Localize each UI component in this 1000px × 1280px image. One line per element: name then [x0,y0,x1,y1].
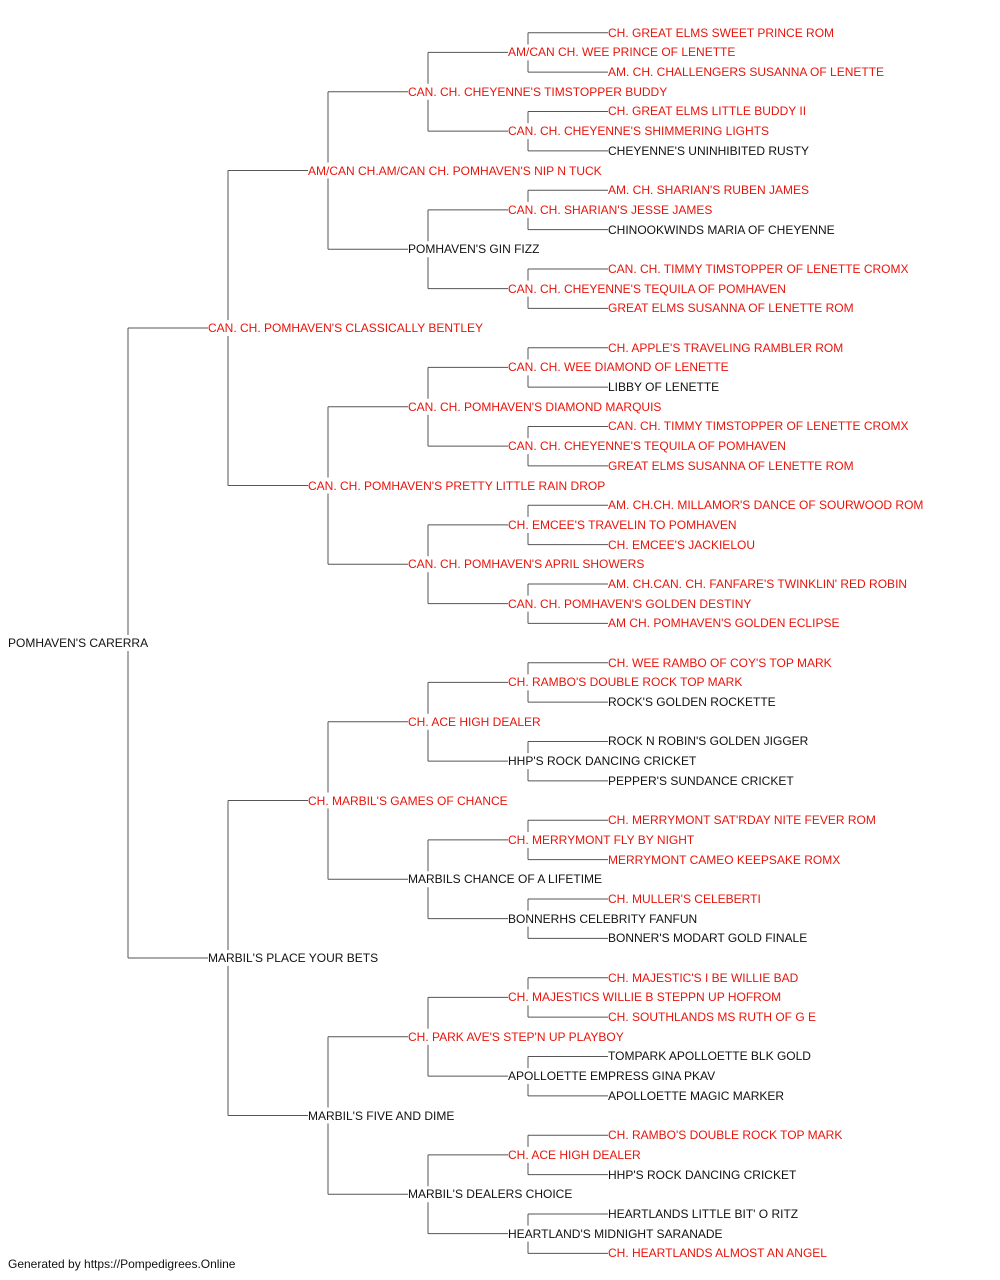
ancestor-name: CHINOOKWINDS MARIA OF CHEYENNE [608,222,835,237]
ancestor-name: CAN. CH. POMHAVEN'S CLASSICALLY BENTLEY [208,321,484,335]
ancestor-name: MARBILS CHANCE OF A LIFETIME [408,872,603,887]
ancestor-name: AM. CH. SHARIAN'S RUBEN JAMES [608,183,809,198]
ancestor-name: HEARTLAND'S MIDNIGHT SARANADE [508,1226,723,1241]
ancestor-name: MARBIL'S DEALERS CHOICE [408,1187,573,1202]
ancestor-name: CAN. CH. TIMMY TIMSTOPPER OF LENETTE CRO… [608,419,909,434]
ancestor-name: CH. GREAT ELMS SWEET PRINCE ROM [608,25,835,40]
ancestor-name: APOLLOETTE EMPRESS GINA PKAV [508,1069,716,1084]
ancestor-name: CH. PARK AVE'S STEP'N UP PLAYBOY [408,1029,624,1044]
ancestor-name: CAN. CH. SHARIAN'S JESSE JAMES [508,202,713,217]
ancestor-name: HEARTLANDS LITTLE BIT' O RITZ [608,1206,799,1221]
ancestor-name: CH. MAJESTICS WILLIE B STEPPN UP HOFROM [508,990,782,1005]
ancestor-name: CH. RAMBO'S DOUBLE ROCK TOP MARK [608,1128,843,1143]
ancestor-name: CAN. CH. CHEYENNE'S SHIMMERING LIGHTS [508,124,769,139]
ancestor-name: CAN. CH. WEE DIAMOND OF LENETTE [508,360,729,375]
ancestor-name: CAN. CH. POMHAVEN'S DIAMOND MARQUIS [408,399,662,414]
ancestor-name: AM CH. POMHAVEN'S GOLDEN ECLIPSE [608,616,840,631]
ancestor-name: GREAT ELMS SUSANNA OF LENETTE ROM [608,458,854,473]
ancestor-name: CH. MAJESTIC'S I BE WILLIE BAD [608,970,799,985]
ancestor-name: LIBBY OF LENETTE [608,380,720,395]
ancestor-name: MERRYMONT CAMEO KEEPSAKE ROMX [608,852,841,867]
ancestor-name: CH. APPLE'S TRAVELING RAMBLER ROM [608,340,844,355]
ancestor-name: CH. MERRYMONT SAT'RDAY NITE FEVER ROM [608,813,876,828]
ancestor-name: CH. MULLER'S CELEBERTI [608,891,761,906]
ancestor-name: ROCK N ROBIN'S GOLDEN JIGGER [608,734,809,749]
ancestor-name: CH. MERRYMONT FLY BY NIGHT [508,832,695,847]
subject-dog-name: POMHAVEN'S CARERRA [8,636,149,650]
generated-by-footer: Generated by https://Pompedigrees.Online [8,1257,236,1271]
ancestor-name: TOMPARK APOLLOETTE BLK GOLD [608,1049,811,1064]
ancestor-name: MARBIL'S PLACE YOUR BETS [208,951,379,965]
ancestor-name: AM. CH.CAN. CH. FANFARE'S TWINKLIN' RED … [608,576,908,591]
ancestor-name: CH. MARBIL'S GAMES OF CHANCE [308,793,508,808]
ancestor-name: HHP'S ROCK DANCING CRICKET [508,754,697,769]
ancestor-name: CAN. CH. POMHAVEN'S PRETTY LITTLE RAIN D… [308,478,606,493]
ancestor-name: CH. EMCEE'S TRAVELIN TO POMHAVEN [508,517,737,532]
ancestor-name: CAN. CH. CHEYENNE'S TEQUILA OF POMHAVEN [508,281,786,296]
ancestor-name: GREAT ELMS SUSANNA OF LENETTE ROM [608,301,854,316]
ancestor-name: CH. GREAT ELMS LITTLE BUDDY II [608,104,807,119]
ancestor-name: AM/CAN CH. WEE PRINCE OF LENETTE [508,45,736,60]
ancestor-name: CAN. CH. CHEYENNE'S TIMSTOPPER BUDDY [408,84,668,99]
ancestor-name: MARBIL'S FIVE AND DIME [308,1108,455,1123]
ancestor-name: BONNERHS CELEBRITY FANFUN [508,911,698,926]
ancestor-name: AM. CH. CHALLENGERS SUSANNA OF LENETTE [608,65,885,80]
ancestor-name: AM/CAN CH.AM/CAN CH. POMHAVEN'S NIP N TU… [308,163,602,178]
ancestor-name: CAN. CH. POMHAVEN'S APRIL SHOWERS [408,557,645,572]
ancestor-name: CHEYENNE'S UNINHIBITED RUSTY [608,143,809,158]
ancestor-name: APOLLOETTE MAGIC MARKER [608,1088,785,1103]
ancestor-name: PEPPER'S SUNDANCE CRICKET [608,773,794,788]
ancestor-name: CH. WEE RAMBO OF COY'S TOP MARK [608,655,832,670]
ancestor-name: ROCK'S GOLDEN ROCKETTE [608,695,776,710]
ancestor-name: CH. HEARTLANDS ALMOST AN ANGEL [608,1246,827,1261]
ancestor-name: CAN. CH. TIMMY TIMSTOPPER OF LENETTE CRO… [608,261,909,276]
ancestor-name: CH. ACE HIGH DEALER [408,714,541,729]
ancestor-name: CH. RAMBO'S DOUBLE ROCK TOP MARK [508,675,743,690]
ancestor-name: CH. ACE HIGH DEALER [508,1147,641,1162]
ancestor-name: CH. SOUTHLANDS MS RUTH OF G E [608,1010,817,1025]
ancestor-name: CAN. CH. POMHAVEN'S GOLDEN DESTINY [508,596,752,611]
ancestor-name: BONNER'S MODART GOLD FINALE [608,931,808,946]
ancestor-name: POMHAVEN'S GIN FIZZ [408,242,540,257]
ancestor-name: HHP'S ROCK DANCING CRICKET [608,1167,797,1182]
ancestor-name: AM. CH.CH. MILLAMOR'S DANCE OF SOURWOOD … [608,498,924,513]
ancestor-name: CAN. CH. CHEYENNE'S TEQUILA OF POMHAVEN [508,439,786,454]
ancestor-name: CH. EMCEE'S JACKIELOU [608,537,755,552]
